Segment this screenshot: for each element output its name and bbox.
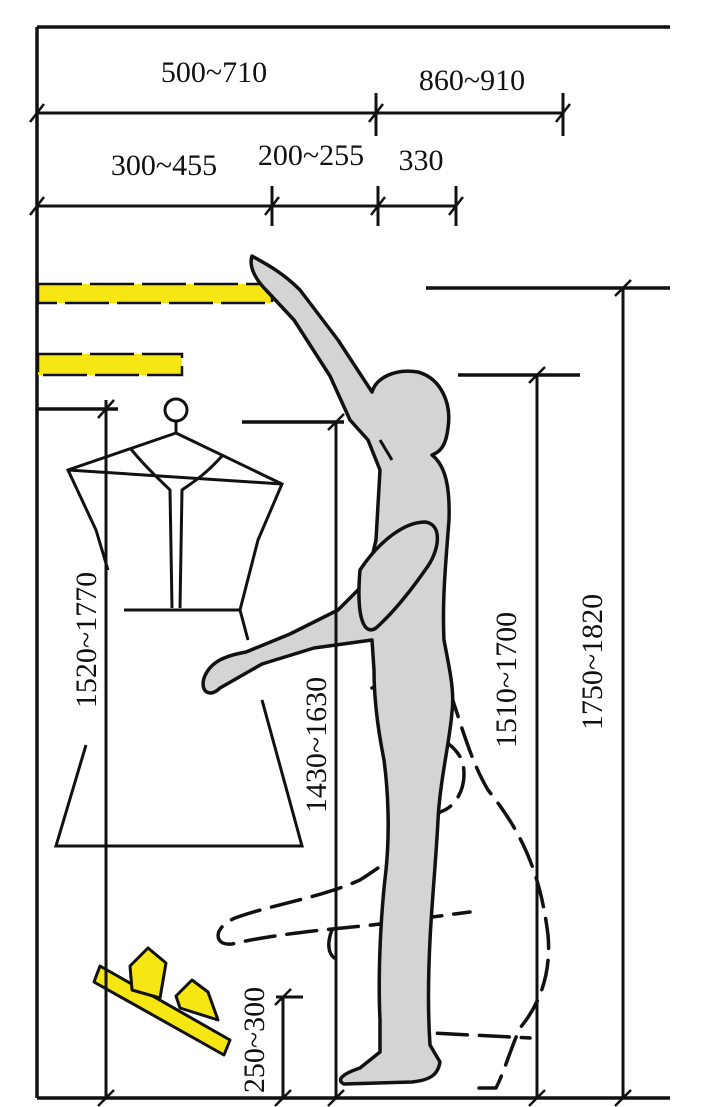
dim-mid-right: 330 [399, 144, 444, 177]
dim-mid-center: 200~255 [258, 139, 364, 172]
vertical-dim-reach [614, 279, 632, 1107]
dim-reach-height: 1750~1820 [576, 594, 609, 730]
shoe-rack [92, 946, 232, 1057]
mid-dimension-line [29, 186, 464, 226]
wardrobe-frame [35, 25, 670, 1100]
standing-person-figure [201, 254, 455, 1086]
dim-top-left: 500~710 [161, 56, 267, 89]
vertical-dim-eye [528, 366, 546, 1107]
garment-on-hanger [53, 397, 304, 848]
dim-top-right: 860~910 [419, 64, 525, 97]
dim-hanging-height: 1520~1770 [70, 572, 103, 708]
vertical-dim-shoe [274, 988, 303, 1107]
vertical-dim-rail [327, 413, 345, 1107]
dim-eye-height: 1510~1700 [490, 612, 523, 748]
face-profile-line [378, 439, 394, 461]
dim-mid-left: 300~455 [111, 149, 217, 182]
top-dimension-line [29, 93, 571, 136]
dim-shoe-height: 250~300 [238, 987, 271, 1093]
lower-shelf [36, 352, 184, 377]
upper-shelf [36, 282, 274, 305]
dim-rail-height: 1430~1630 [300, 677, 333, 813]
vertical-dim-hanging [97, 399, 115, 1107]
bent-arm [357, 520, 440, 632]
